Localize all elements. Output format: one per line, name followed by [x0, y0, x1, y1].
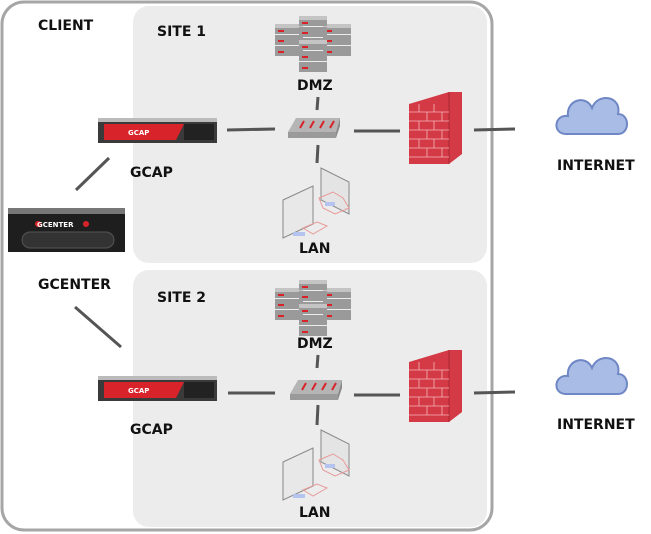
cloud-icon — [555, 96, 628, 135]
gcenter-label: GCENTER — [38, 277, 111, 293]
switch-icon — [287, 117, 341, 139]
internet-label: INTERNET — [557, 158, 635, 174]
gcap-appliance-icon — [98, 376, 217, 401]
dmz-label: DMZ — [297, 78, 333, 94]
site-title: SITE 2 — [157, 290, 206, 306]
site-title: SITE 1 — [157, 24, 206, 40]
internet-label: INTERNET — [557, 417, 635, 433]
site-2: SITE 2 DMZ GCAP GCAP INTERNET LAN — [74, 280, 635, 521]
gcap-logo-text: GCAP — [128, 387, 149, 395]
gcenter-logo-text: GCENTER — [37, 221, 74, 229]
connection-lines — [74, 305, 516, 426]
client-label: CLIENT — [38, 18, 94, 34]
dmz-label: DMZ — [297, 336, 333, 352]
connection-lines — [74, 96, 516, 192]
lan-label: LAN — [299, 505, 330, 521]
gcap-logo-text: GCAP — [128, 129, 149, 137]
switch-icon — [289, 379, 343, 401]
cloud-icon — [555, 356, 628, 395]
gcap-appliance-icon — [98, 118, 217, 143]
gcenter-appliance-icon — [7, 207, 126, 253]
firewall-icon — [408, 91, 463, 165]
firewall-icon — [408, 349, 463, 423]
gcap-label: GCAP — [130, 422, 173, 438]
lan-label: LAN — [299, 241, 330, 257]
gcap-label: GCAP — [130, 165, 173, 181]
site-1: SITE 1 DMZ GCAP GCAP INTERNET LAN — [74, 16, 635, 257]
